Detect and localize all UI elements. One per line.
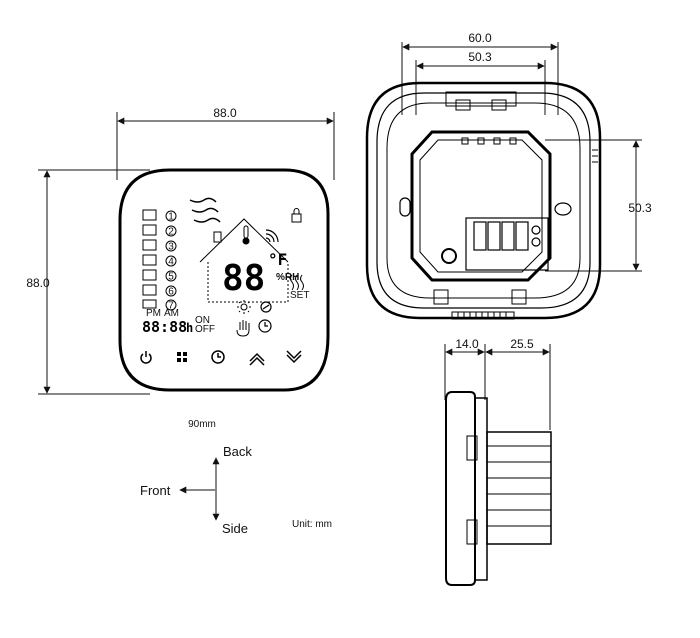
back-outer-shell — [365, 81, 602, 320]
program-3: 3 — [168, 242, 174, 253]
side-view: 14.0 25.5 — [444, 337, 552, 586]
off-label: OFF — [195, 324, 215, 335]
thermometer-icon — [242, 225, 250, 245]
clock-icon — [211, 350, 225, 364]
side-right-dimension: 25.5 — [485, 337, 551, 430]
terminal-block — [465, 217, 549, 271]
front-caption: 90mm — [188, 419, 216, 430]
clock-suffix: h — [186, 321, 193, 335]
back-outer-width-label: 60.0 — [468, 31, 492, 45]
heating-waves-icon — [189, 197, 221, 223]
front-width-dimension: 88.0 — [116, 106, 335, 180]
back-view: 60.0 50.3 50.3 — [365, 31, 652, 320]
program-column: 1 2 3 4 5 6 7 — [142, 209, 177, 312]
sun-icon — [237, 300, 251, 314]
down-icon — [286, 350, 302, 360]
front-width-label: 88.0 — [213, 106, 237, 120]
program-6: 6 — [168, 287, 174, 298]
power-icon — [140, 353, 152, 364]
back-outer-width-dimension: 60.0 — [401, 31, 559, 115]
up-icon — [249, 352, 265, 362]
program-7: 7 — [168, 301, 174, 312]
eco-icon — [260, 301, 272, 313]
temperature-unit: °F — [268, 250, 287, 269]
side-left-label: 14.0 — [455, 337, 479, 351]
on-label: ON — [195, 315, 210, 326]
humidity-label: %RH — [276, 272, 299, 283]
program-4: 4 — [168, 257, 174, 268]
device-front-body — [118, 168, 330, 392]
down-button[interactable] — [286, 350, 302, 364]
front-height-label: 88.0 — [26, 276, 50, 290]
heat-icon — [290, 274, 304, 291]
back-module — [410, 130, 552, 282]
set-label: SET — [290, 290, 309, 301]
front-view: 88.0 88.0 — [26, 106, 335, 430]
lock-icon — [291, 208, 302, 223]
side-right-label: 25.5 — [510, 337, 534, 351]
program-5: 5 — [168, 272, 174, 283]
house-outline — [199, 218, 289, 303]
pm-label: PM — [146, 308, 161, 319]
mode-button[interactable] — [177, 352, 187, 362]
side-profile — [445, 391, 476, 586]
back-height-label: 50.3 — [628, 201, 652, 215]
orientation-legend: Back Front Side Unit: mm — [140, 444, 332, 536]
back-inner-width-dimension: 50.3 — [415, 50, 546, 115]
program-1: 1 — [168, 212, 174, 223]
back-bottom-vent — [451, 311, 515, 320]
temperature-digits: 88 — [222, 258, 265, 299]
front-label: Front — [140, 483, 171, 498]
side-left-dimension: 14.0 — [444, 337, 486, 400]
hand-icon — [236, 320, 250, 337]
power-button[interactable] — [140, 351, 152, 364]
program-2: 2 — [168, 227, 174, 238]
front-height-dimension: 88.0 — [26, 169, 150, 395]
wifi-icon — [265, 229, 279, 243]
back-label: Back — [223, 444, 252, 459]
unit-label: Unit: mm — [292, 519, 332, 530]
mode-icon — [177, 352, 187, 362]
back-inner-width-label: 50.3 — [468, 50, 492, 64]
clock-digits: 88:88 — [142, 318, 187, 336]
timer-icon — [258, 319, 272, 333]
back-height-dimension: 50.3 — [545, 139, 652, 272]
clock-button[interactable] — [211, 350, 225, 364]
up-button[interactable] — [249, 352, 265, 366]
side-label: Side — [222, 521, 248, 536]
am-label: AM — [164, 308, 179, 319]
